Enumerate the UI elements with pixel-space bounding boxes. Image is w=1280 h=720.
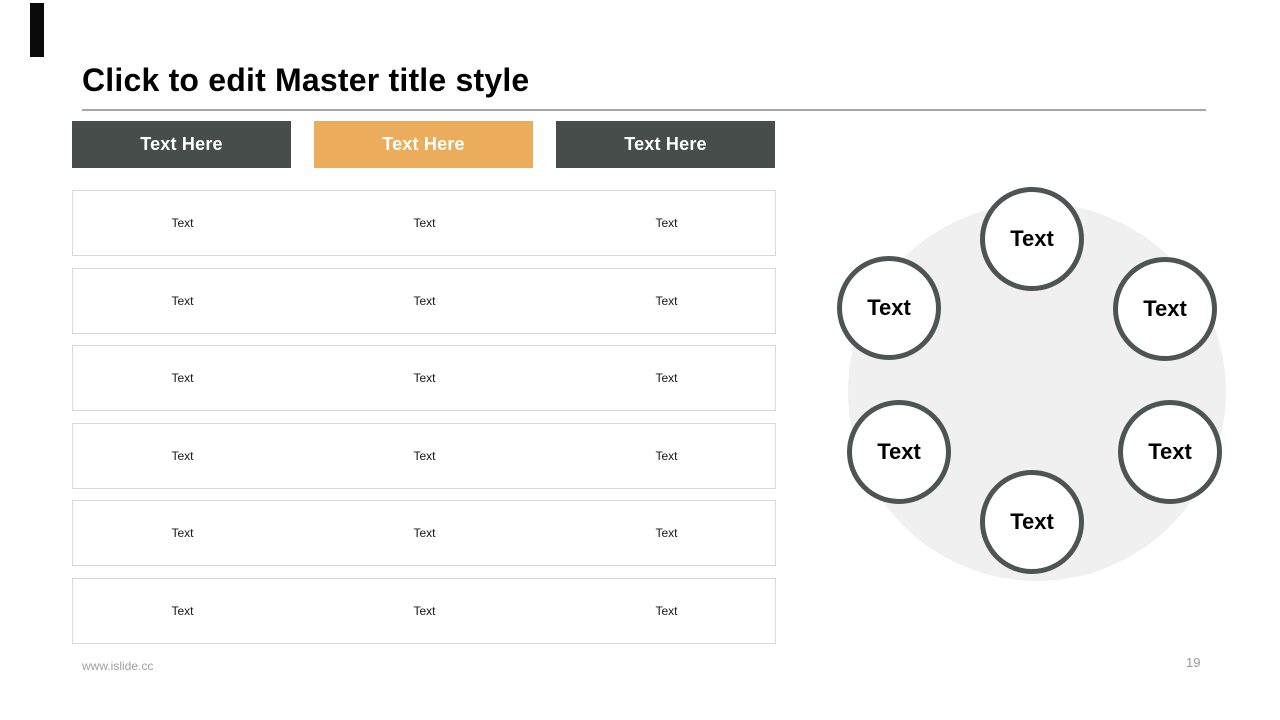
table-cell: Text — [655, 526, 678, 540]
table-cell: Text — [413, 604, 436, 618]
table-cell: Text — [413, 216, 436, 230]
table-cell: Text — [655, 604, 678, 618]
node-label: Text — [867, 295, 911, 320]
table-row[interactable]: Text Text Text — [72, 423, 776, 489]
node-label: Text — [1143, 296, 1187, 321]
table-row[interactable]: Text Text Text — [72, 345, 776, 411]
table-cell: Text — [171, 216, 194, 230]
table-row[interactable]: Text Text Text — [72, 190, 776, 256]
table-cell: Text — [413, 371, 436, 385]
diagram-node-upper-right[interactable]: Text — [1113, 257, 1217, 361]
table-row[interactable]: Text Text Text — [72, 500, 776, 566]
node-label: Text — [1148, 439, 1192, 464]
table-row[interactable]: Text Text Text — [72, 268, 776, 334]
table-cell: Text — [171, 526, 194, 540]
table-cell: Text — [413, 526, 436, 540]
diagram-node-lower-left[interactable]: Text — [847, 400, 951, 504]
title-underline — [82, 109, 1206, 111]
footer-website-url: www.islide.cc — [82, 659, 154, 673]
table-cell: Text — [655, 294, 678, 308]
table-cell: Text — [171, 449, 194, 463]
diagram-node-lower-right[interactable]: Text — [1118, 400, 1222, 504]
table-cell: Text — [413, 449, 436, 463]
table-cell: Text — [655, 371, 678, 385]
diagram-node-top[interactable]: Text — [980, 187, 1084, 291]
page-number: 19 — [1186, 655, 1201, 670]
tab-text-here-2-active[interactable]: Text Here — [314, 121, 533, 168]
node-label: Text — [877, 439, 921, 464]
diagram-node-bottom[interactable]: Text — [980, 470, 1084, 574]
tab-text-here-1[interactable]: Text Here — [72, 121, 291, 168]
table-cell: Text — [655, 449, 678, 463]
tab-text-here-3[interactable]: Text Here — [556, 121, 775, 168]
tab-label: Text Here — [382, 134, 465, 154]
table-cell: Text — [171, 604, 194, 618]
slide-title[interactable]: Click to edit Master title style — [82, 62, 530, 98]
tab-label: Text Here — [624, 134, 707, 154]
table-cell: Text — [413, 294, 436, 308]
diagram-node-upper-left[interactable]: Text — [837, 256, 941, 360]
tab-label: Text Here — [140, 134, 223, 154]
node-label: Text — [1010, 509, 1054, 534]
table-cell: Text — [655, 216, 678, 230]
table-cell: Text — [171, 371, 194, 385]
table-cell: Text — [171, 294, 194, 308]
top-left-accent-bar — [30, 3, 44, 57]
node-label: Text — [1010, 226, 1054, 251]
table-row[interactable]: Text Text Text — [72, 578, 776, 644]
